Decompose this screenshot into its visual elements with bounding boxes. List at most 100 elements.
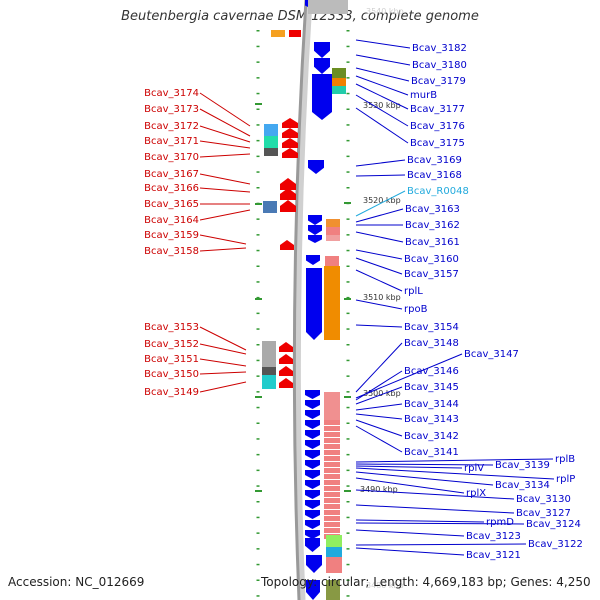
- gene-label-right: Bcav_3143: [404, 414, 459, 425]
- label-connector: [355, 342, 403, 393]
- guide-dot: [256, 469, 260, 472]
- minus-strand-gene: [305, 390, 320, 399]
- guide-dot: [256, 595, 260, 597]
- plus-strand-gene: [279, 354, 293, 364]
- minus-strand-gene: [308, 160, 324, 174]
- gene-label-right: Bcav_3139: [495, 460, 550, 471]
- gene-label-left: Bcav_3166: [144, 183, 199, 194]
- feature-box: [324, 392, 340, 420]
- gene-label-right: Bcav_3146: [404, 366, 459, 377]
- guide-dot: [346, 328, 350, 330]
- minus-strand-gene: [305, 500, 320, 509]
- gene-label-right: Bcav_3130: [516, 494, 571, 505]
- feature-box: [332, 86, 346, 94]
- guide-dot: [346, 218, 350, 220]
- gene-label-right: rpmD: [486, 517, 514, 528]
- guide-dot: [256, 61, 260, 63]
- plus-strand-gene: [282, 118, 298, 128]
- gene-label-right: Bcav_3160: [404, 254, 459, 265]
- guide-dot: [256, 171, 260, 173]
- tick-mark: [255, 490, 262, 492]
- label-connector: [199, 358, 247, 367]
- tick-mark: [344, 396, 351, 398]
- gene-label-left: Bcav_3152: [144, 339, 199, 350]
- guide-dot: [256, 281, 260, 283]
- gene-label-left: Bcav_3153: [144, 322, 199, 333]
- scale-label: 3520 kbp: [363, 196, 401, 205]
- feature-box: [325, 256, 339, 266]
- label-connector: [355, 425, 403, 453]
- label-connector: [355, 159, 406, 167]
- minus-strand-gene: [314, 58, 330, 74]
- gene-label-right: Bcav_3148: [404, 338, 459, 349]
- feature-box: [324, 522, 340, 527]
- guide-dot: [256, 516, 260, 519]
- backbone-line: [292, 0, 308, 600]
- guide-dot: [256, 77, 260, 79]
- guide-dot: [346, 30, 350, 32]
- minus-strand-gene: [306, 580, 320, 600]
- gene-label-left: Bcav_3164: [144, 215, 199, 226]
- gene-label-right: Bcav_3127: [516, 508, 571, 519]
- gene-label-left: Bcav_3167: [144, 169, 199, 180]
- plus-strand-gene: [279, 366, 293, 376]
- gene-label-right: Bcav_3147: [464, 349, 519, 360]
- gene-label-left: Bcav_3150: [144, 369, 199, 380]
- guide-dot: [256, 359, 260, 362]
- label-connector: [355, 543, 527, 546]
- guide-dot: [346, 485, 350, 487]
- minus-strand-gene: [305, 490, 320, 499]
- guide-dot: [256, 579, 260, 581]
- gene-label-left: Bcav_3159: [144, 230, 199, 241]
- feature-box: [263, 201, 277, 213]
- gene-label-left: Bcav_3172: [144, 121, 199, 132]
- label-connector: [355, 522, 525, 525]
- guide-dot: [346, 296, 350, 299]
- topology-text: Topology: circular; Length: 4,669,183 bp…: [261, 575, 591, 589]
- feature-box: [324, 266, 340, 340]
- plus-strand-gene: [282, 128, 298, 138]
- gene-label-right: Bcav_3134: [495, 480, 550, 491]
- feature-box: [324, 426, 340, 431]
- label-connector: [355, 413, 403, 420]
- feature-box: [326, 219, 340, 227]
- label-connector: [199, 209, 251, 221]
- label-connector: [355, 54, 411, 66]
- label-connector: [355, 83, 409, 110]
- gene-label-left: Bcav_3158: [144, 246, 199, 257]
- gene-label-right: Bcav_3163: [405, 204, 460, 215]
- label-connector: [355, 489, 515, 500]
- guide-dot: [256, 328, 260, 330]
- guide-dot: [256, 296, 260, 299]
- guide-dot: [346, 579, 350, 581]
- gene-label-right: Bcav_3121: [466, 550, 521, 561]
- label-connector: [355, 324, 403, 328]
- minus-strand-gene: [314, 42, 330, 58]
- guide-dot: [346, 406, 350, 409]
- label-connector: [355, 75, 409, 96]
- label-connector: [355, 231, 404, 243]
- label-connector: [355, 477, 465, 494]
- gene-label-right: rplX: [466, 488, 486, 499]
- scale-label: 3480 kbp: [366, 581, 404, 590]
- guide-dot: [256, 375, 260, 377]
- label-connector: [199, 371, 247, 375]
- label-connector: [355, 504, 515, 514]
- guide-dot: [256, 406, 260, 409]
- gene-label-right: rplP: [556, 474, 575, 485]
- label-connector: [199, 381, 247, 393]
- minus-strand-gene: [308, 225, 322, 235]
- minus-strand-gene: [308, 215, 322, 225]
- tick-mark: [255, 203, 262, 205]
- gene-label-right: Bcav_R0048: [407, 186, 469, 197]
- guide-dot: [346, 92, 350, 95]
- guide-dot: [346, 469, 350, 472]
- guide-dot: [346, 124, 350, 126]
- tick-mark: [255, 298, 262, 300]
- guide-dot: [346, 249, 350, 252]
- minus-strand-gene: [305, 450, 320, 459]
- feature-box: [324, 510, 340, 515]
- guide-dot: [256, 391, 260, 393]
- gene-label-right: Bcav_3169: [407, 155, 462, 166]
